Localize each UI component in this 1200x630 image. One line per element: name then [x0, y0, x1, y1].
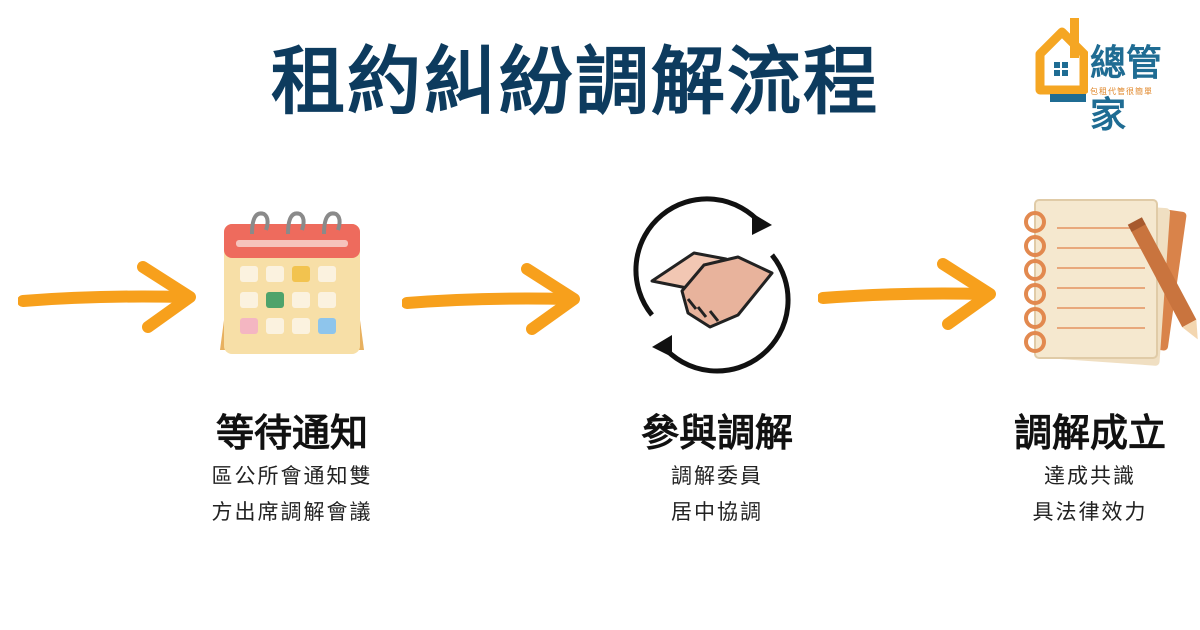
step-description-line: 達成共識	[1044, 464, 1136, 488]
logo-tagline: 包租代管很簡單	[1090, 87, 1153, 96]
calendar-icon	[220, 211, 364, 354]
page-title: 租約糾紛調解流程	[271, 39, 879, 125]
step-title: 等待通知	[215, 411, 368, 455]
arrow-right-icon	[402, 263, 580, 335]
logo-name: 總管家	[1090, 43, 1163, 136]
arrow-right-icon	[18, 261, 196, 333]
step-title: 調解成立	[1013, 411, 1166, 455]
notebook-icon	[1024, 199, 1198, 366]
house-logo-icon	[1035, 18, 1088, 102]
step-description-line: 區公所會通知雙	[211, 464, 373, 488]
step-description-line: 具法律效力	[1032, 500, 1148, 524]
arrow-right-icon	[818, 258, 996, 330]
handshake-icon	[633, 196, 791, 374]
step-description-line: 調解委員	[671, 464, 763, 488]
step-description-line: 居中協調	[671, 500, 763, 524]
step-description-line: 方出席調解會議	[211, 500, 373, 524]
step-title: 參與調解	[640, 411, 793, 455]
logo: 總管家 包租代管很簡單	[1032, 18, 1182, 136]
